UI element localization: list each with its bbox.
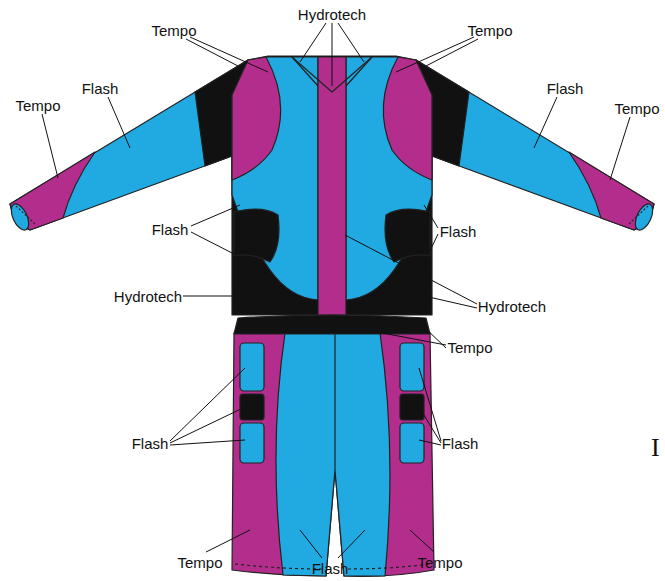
part-label: Hydrotech	[478, 299, 546, 314]
leader-lines	[42, 23, 630, 558]
part-label: Tempo	[614, 101, 659, 116]
part-label: Hydrotech	[298, 7, 366, 22]
jacket-left-half	[8, 57, 318, 300]
part-label: Hydrotech	[114, 289, 182, 304]
part-label: Tempo	[177, 555, 222, 570]
part-label: Flash	[132, 436, 169, 451]
part-label: Tempo	[417, 555, 462, 570]
part-label: Flash	[312, 561, 349, 576]
part-label: Flash	[152, 222, 189, 237]
shorts-side-panels	[240, 343, 264, 463]
part-label: Flash	[547, 81, 584, 96]
cropped-letter: I	[651, 435, 660, 461]
part-label: Flash	[82, 81, 119, 96]
part-label: Tempo	[151, 23, 196, 38]
part-label: Flash	[440, 224, 477, 239]
part-label: Tempo	[15, 98, 60, 113]
part-label: Flash	[442, 436, 479, 451]
part-label: Tempo	[447, 340, 492, 355]
shorts	[232, 333, 434, 576]
part-label: Tempo	[467, 23, 512, 38]
